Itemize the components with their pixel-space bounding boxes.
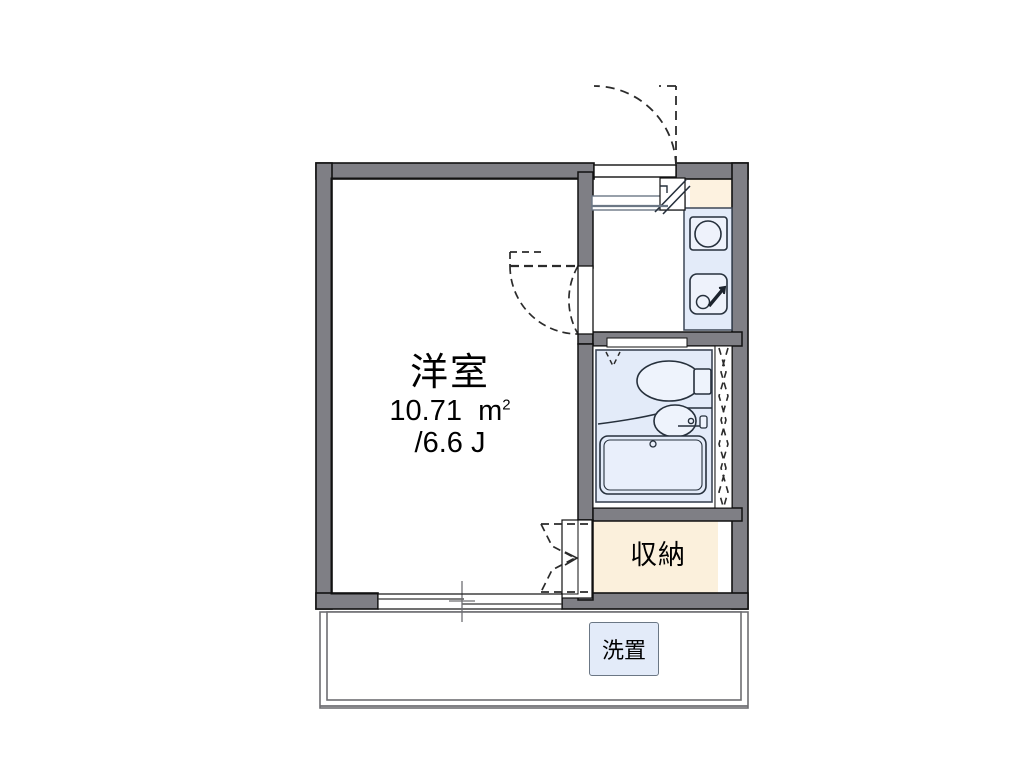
room-label-closet: 収納 (630, 540, 686, 570)
bath-folding-door (714, 345, 733, 509)
entrance-door (593, 85, 677, 178)
shoe-cabinet-icon (591, 177, 691, 215)
room-inner-outline (330, 177, 579, 595)
room-fill-closet (592, 520, 718, 598)
balcony (319, 611, 749, 709)
room-area-washitsu: 10.71 m2 (389, 394, 511, 427)
washer-space-box: 洗置 (589, 622, 659, 676)
room-label-washitsu: 洋室 10.71 m2 /6.6 J (340, 352, 560, 459)
stove-icon (689, 216, 728, 251)
sink-icon (689, 273, 728, 315)
room-fill-washitsu (330, 172, 578, 600)
unit-bath (592, 337, 733, 509)
room-name-washitsu: 洋室 (409, 352, 490, 394)
exterior-walls (315, 162, 749, 610)
kitchen-unit (683, 207, 733, 331)
room-door (509, 251, 594, 335)
washer-space-label: 洗置 (601, 638, 646, 663)
closet-folding-doors (540, 519, 593, 599)
room-size-jo: /6.6 J (414, 427, 486, 460)
toilet-icon (636, 360, 712, 402)
bathtub-icon (599, 435, 707, 495)
